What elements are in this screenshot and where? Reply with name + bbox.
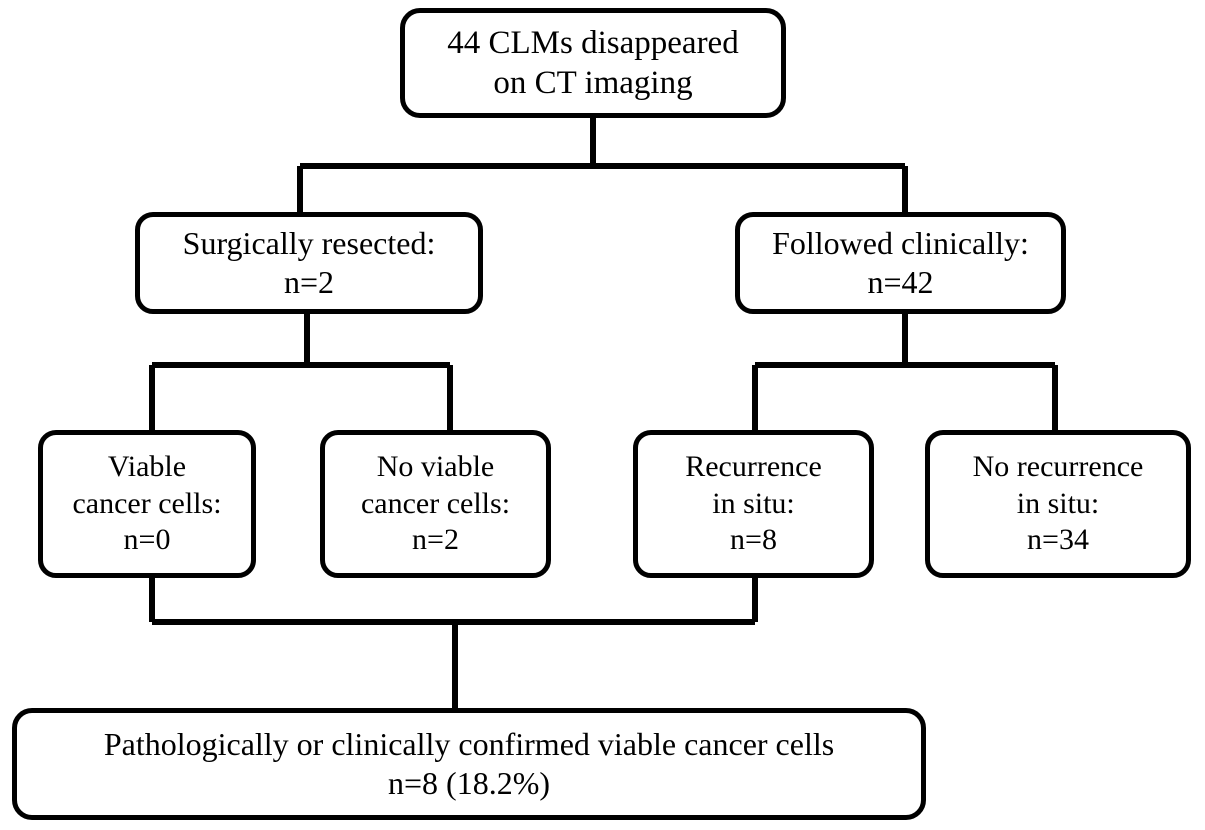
node-recurrence-in-situ-line2: in situ: [712, 486, 795, 520]
node-recurrence-in-situ-line1: Recurrence [685, 450, 822, 484]
node-no-recurrence-in-situ-count: n=34 [1027, 523, 1089, 557]
node-recurrence-in-situ[interactable]: Recurrence in situ: n=8 [633, 430, 874, 578]
node-surgically-resected[interactable]: Surgically resected: n=2 [135, 212, 483, 314]
node-followed-clinically-label: Followed clinically: [772, 224, 1029, 261]
node-followed-clinically-count: n=42 [867, 264, 934, 300]
node-no-recurrence-in-situ[interactable]: No recurrence in situ: n=34 [925, 430, 1191, 578]
node-viable-cancer-cells-count: n=0 [123, 523, 171, 557]
node-confirmed-viable-cancer-cells-count: n=8 (18.2%) [387, 765, 550, 801]
node-no-recurrence-in-situ-line1: No recurrence [972, 450, 1144, 484]
node-confirmed-viable-cancer-cells-label: Pathologically or clinically confirmed v… [103, 725, 835, 762]
node-recurrence-in-situ-count: n=8 [730, 523, 777, 557]
node-viable-cancer-cells-line1: Viable [107, 450, 187, 484]
node-confirmed-viable-cancer-cells[interactable]: Pathologically or clinically confirmed v… [12, 708, 926, 820]
node-no-viable-cancer-cells[interactable]: No viable cancer cells: n=2 [320, 430, 551, 578]
node-followed-clinically[interactable]: Followed clinically: n=42 [735, 212, 1066, 314]
node-no-recurrence-in-situ-line2: in situ: [1016, 486, 1100, 520]
node-surgically-resected-label: Surgically resected: [182, 224, 436, 261]
node-no-viable-cancer-cells-count: n=2 [412, 523, 459, 557]
node-viable-cancer-cells[interactable]: Viable cancer cells: n=0 [38, 430, 256, 578]
node-root-line1: 44 CLMs disappeared [447, 24, 739, 61]
node-no-viable-cancer-cells-line1: No viable [376, 450, 495, 484]
node-surgically-resected-count: n=2 [283, 264, 335, 300]
node-root-line2: on CT imaging [493, 65, 693, 101]
node-no-viable-cancer-cells-line2: cancer cells: [360, 486, 511, 520]
node-viable-cancer-cells-line2: cancer cells: [72, 486, 222, 520]
node-root[interactable]: 44 CLMs disappeared on CT imaging [400, 8, 786, 118]
